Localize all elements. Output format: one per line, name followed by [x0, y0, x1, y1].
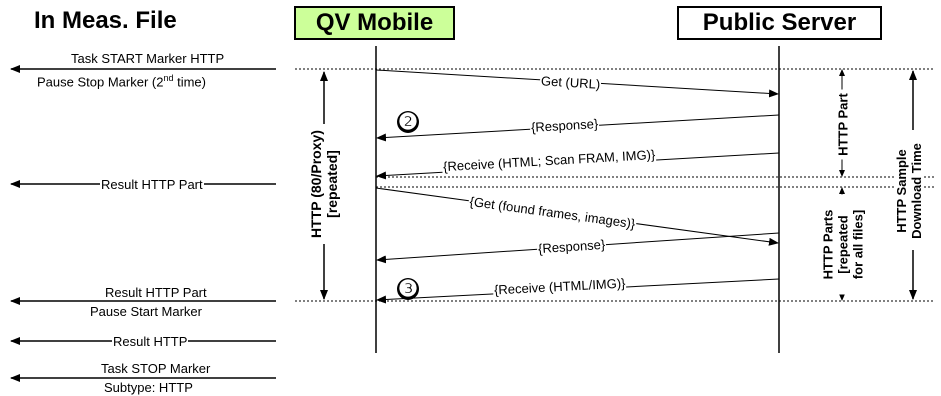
- http-parts-label: HTTP Parts [repeated for all files]: [820, 194, 866, 295]
- http-part-line: HTTP Part: [835, 93, 851, 156]
- download-time-line-1: HTTP Sample: [894, 149, 909, 233]
- proxy-span-label: HTTP (80/Proxy) [repeated]: [308, 124, 340, 244]
- download-time-line-2: Download Time: [909, 143, 924, 239]
- step-3-number: ❸: [398, 276, 418, 301]
- qv-mobile-header: QV Mobile: [294, 6, 455, 40]
- http-parts-line-1: HTTP Parts: [820, 209, 836, 280]
- proxy-span-line-1: HTTP (80/Proxy): [308, 130, 324, 238]
- public-server-label: Public Server: [702, 9, 857, 36]
- event-result-part-1-label: Result HTTP Part: [100, 177, 204, 192]
- step-2-badge: ❷: [397, 111, 419, 133]
- proxy-span-line-2: [repeated]: [324, 150, 340, 218]
- meas-file-title: In Meas. File: [34, 7, 177, 34]
- step-2-number: ❷: [398, 109, 418, 134]
- event-pause-stop-label: Pause Stop Marker (2nd time): [36, 71, 207, 90]
- event-pause-start-label: Pause Start Marker: [90, 304, 202, 319]
- qv-mobile-label: QV Mobile: [315, 9, 434, 36]
- public-server-header: Public Server: [677, 6, 882, 40]
- step-3-badge: ❸: [397, 278, 419, 300]
- http-part-label: HTTP Part: [835, 89, 851, 160]
- event-subtype-label: Subtype: HTTP: [104, 380, 193, 395]
- event-result-http-label: Result HTTP: [112, 334, 189, 349]
- download-time-label: HTTP Sample Download Time: [894, 136, 924, 246]
- http-parts-line-2: [repeated: [835, 215, 851, 274]
- http-parts-line-3: for all files]: [850, 209, 866, 280]
- event-task-stop-label: Task STOP Marker: [101, 361, 211, 376]
- event-task-start-label: Task START Marker HTTP: [70, 51, 226, 66]
- event-result-part-2-label: Result HTTP Part: [105, 285, 207, 300]
